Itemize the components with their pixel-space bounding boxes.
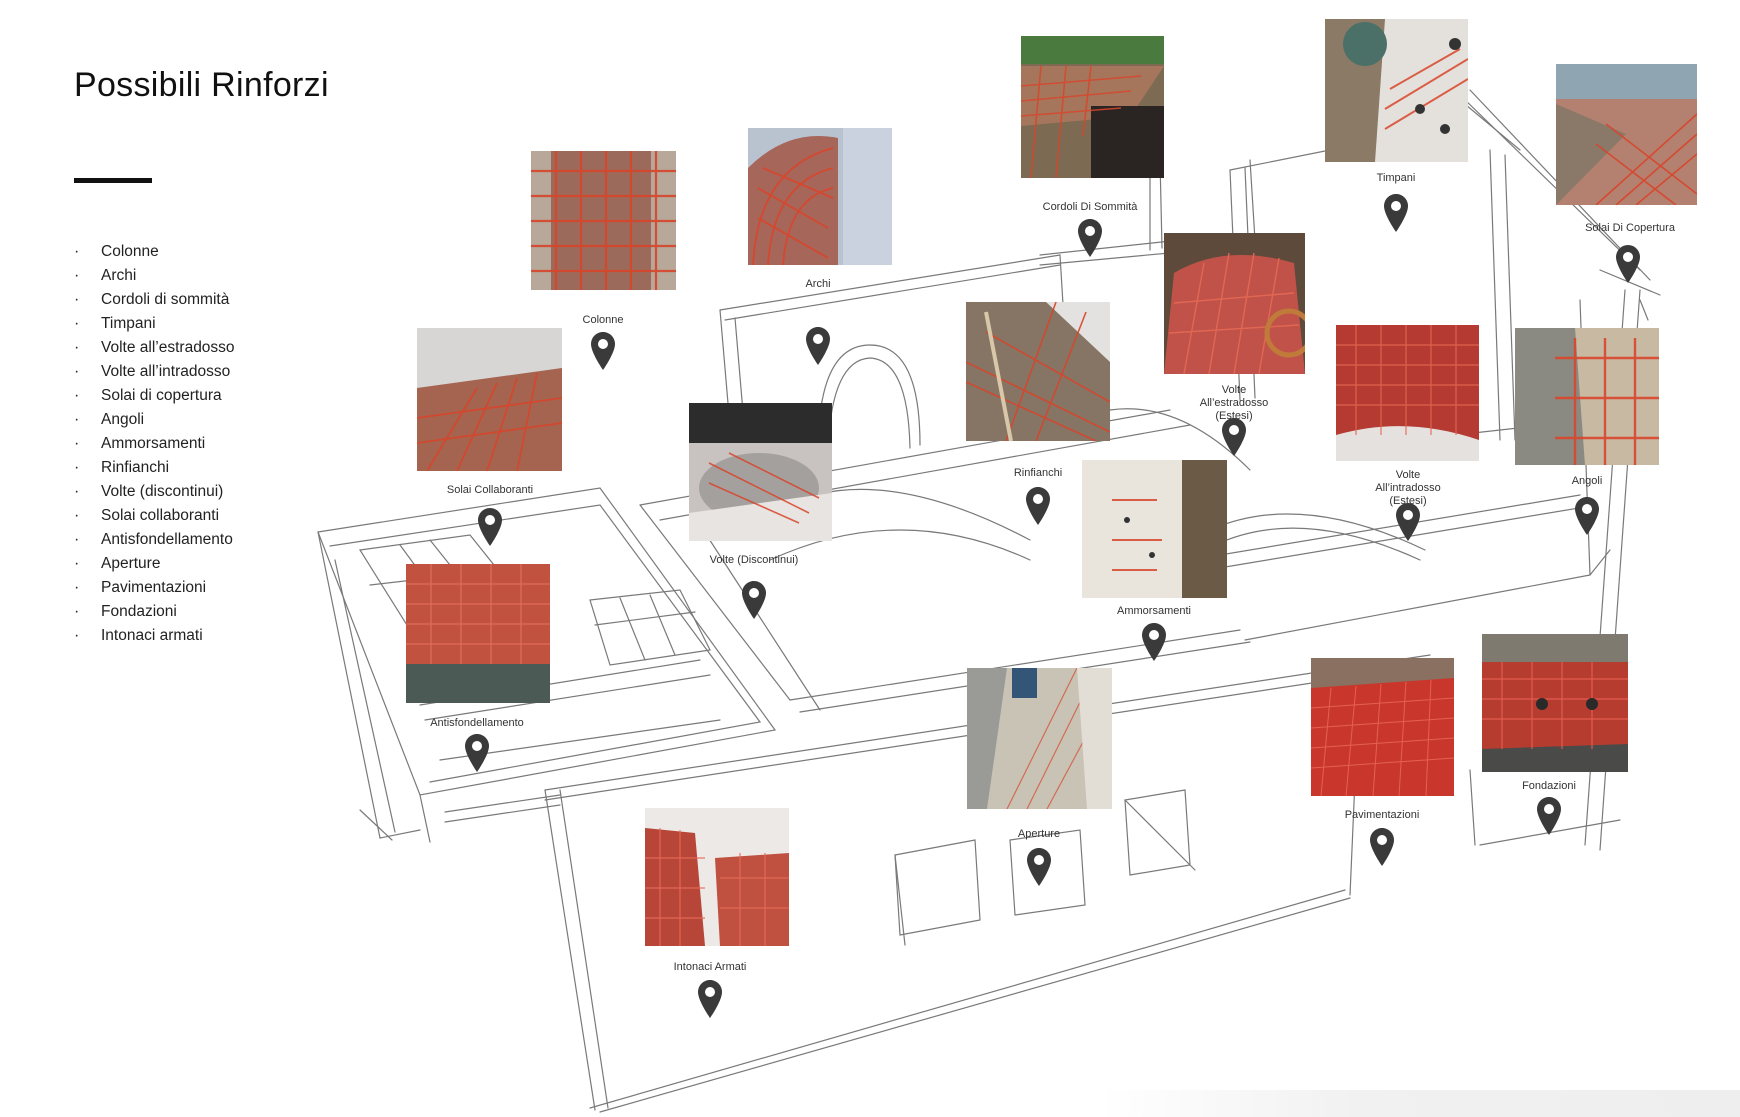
foundation-mesh-photo bbox=[1482, 634, 1628, 772]
haunch-fill-photo bbox=[966, 302, 1110, 441]
map-pin-icon[interactable] bbox=[1575, 497, 1599, 535]
hotspot-label: Solai Di Copertura bbox=[1585, 222, 1675, 234]
list-item: Antisfondellamento bbox=[74, 528, 235, 552]
list-item: Aperture bbox=[74, 552, 235, 576]
map-pin-icon[interactable] bbox=[742, 581, 766, 619]
corner-mesh-photo bbox=[1515, 328, 1659, 465]
map-pin-icon[interactable] bbox=[478, 508, 502, 546]
opening-mesh-photo bbox=[967, 668, 1112, 809]
vault-intrados-photo bbox=[1336, 325, 1479, 461]
hotspot-label: Angoli bbox=[1571, 475, 1603, 487]
map-pin-icon[interactable] bbox=[1384, 194, 1408, 232]
roof-slab-photo bbox=[1556, 64, 1697, 205]
map-pin-icon[interactable] bbox=[1616, 245, 1640, 283]
composite-slab-photo bbox=[417, 328, 562, 471]
list-item: Colonne bbox=[74, 240, 235, 264]
list-item: Solai di copertura bbox=[74, 384, 235, 408]
hotspot-label: Colonne bbox=[582, 314, 624, 326]
hotspot-label: Rinfianchi bbox=[1013, 467, 1063, 479]
vault-extrados-photo bbox=[1164, 233, 1305, 374]
list-item: Fondazioni bbox=[74, 600, 235, 624]
arch-mesh-photo bbox=[748, 128, 892, 265]
map-pin-icon[interactable] bbox=[1222, 418, 1246, 456]
page-title: Possibili Rinforzi bbox=[74, 66, 329, 104]
hotspot-label: Ammorsamenti bbox=[1117, 605, 1191, 617]
list-item: Intonaci armati bbox=[74, 624, 235, 648]
hotspot-label: Archi bbox=[805, 278, 831, 290]
hotspot-label: Solai Collaboranti bbox=[446, 484, 534, 496]
list-item: Cordoli di sommità bbox=[74, 288, 235, 312]
ring-beam-photo bbox=[1021, 36, 1164, 178]
map-pin-icon[interactable] bbox=[698, 980, 722, 1018]
map-pin-icon[interactable] bbox=[591, 332, 615, 370]
hotspot-label: Volte All’estradosso (Estesi) bbox=[1199, 384, 1269, 422]
list-item: Volte all’intradosso bbox=[74, 360, 235, 384]
map-pin-icon[interactable] bbox=[1078, 219, 1102, 257]
bottom-shadow bbox=[1100, 1090, 1740, 1117]
map-pin-icon[interactable] bbox=[1026, 487, 1050, 525]
list-item: Pavimentazioni bbox=[74, 576, 235, 600]
title-underline bbox=[74, 178, 152, 183]
map-pin-icon[interactable] bbox=[465, 734, 489, 772]
hotspot-label: Intonaci Armati bbox=[673, 961, 747, 973]
list-item: Solai collaboranti bbox=[74, 504, 235, 528]
map-pin-icon[interactable] bbox=[806, 327, 830, 365]
map-pin-icon[interactable] bbox=[1027, 848, 1051, 886]
reinforced-plaster-photo bbox=[645, 808, 789, 946]
map-pin-icon[interactable] bbox=[1370, 828, 1394, 866]
hotspot-label: Volte All’intradosso (Estesi) bbox=[1375, 469, 1441, 507]
map-pin-icon[interactable] bbox=[1537, 797, 1561, 835]
hotspot-label: Cordoli Di Sommità bbox=[1042, 201, 1138, 213]
list-item: Angoli bbox=[74, 408, 235, 432]
map-pin-icon[interactable] bbox=[1396, 503, 1420, 541]
anti-breakthrough-photo bbox=[406, 564, 550, 703]
hotspot-label: Fondazioni bbox=[1522, 780, 1576, 792]
map-pin-icon[interactable] bbox=[1142, 623, 1166, 661]
wall-connection-photo bbox=[1082, 460, 1227, 598]
list-item: Archi bbox=[74, 264, 235, 288]
reinforcement-list: Colonne Archi Cordoli di sommità Timpani… bbox=[74, 240, 235, 648]
hotspot-label: Volte (Discontinui) bbox=[709, 554, 799, 566]
vault-discontinuous-photo bbox=[689, 403, 832, 541]
list-item: Volte all’estradosso bbox=[74, 336, 235, 360]
column-mesh-photo bbox=[531, 151, 676, 290]
hotspot-label: Timpani bbox=[1376, 172, 1416, 184]
hotspot-label: Antisfondellamento bbox=[430, 717, 524, 729]
hotspot-label: Pavimentazioni bbox=[1344, 809, 1420, 821]
list-item: Volte (discontinui) bbox=[74, 480, 235, 504]
hotspot-label: Aperture bbox=[1017, 828, 1061, 840]
list-item: Ammorsamenti bbox=[74, 432, 235, 456]
list-item: Timpani bbox=[74, 312, 235, 336]
list-item: Rinfianchi bbox=[74, 456, 235, 480]
gable-wall-photo bbox=[1325, 19, 1468, 162]
floor-mesh-photo bbox=[1311, 658, 1454, 796]
